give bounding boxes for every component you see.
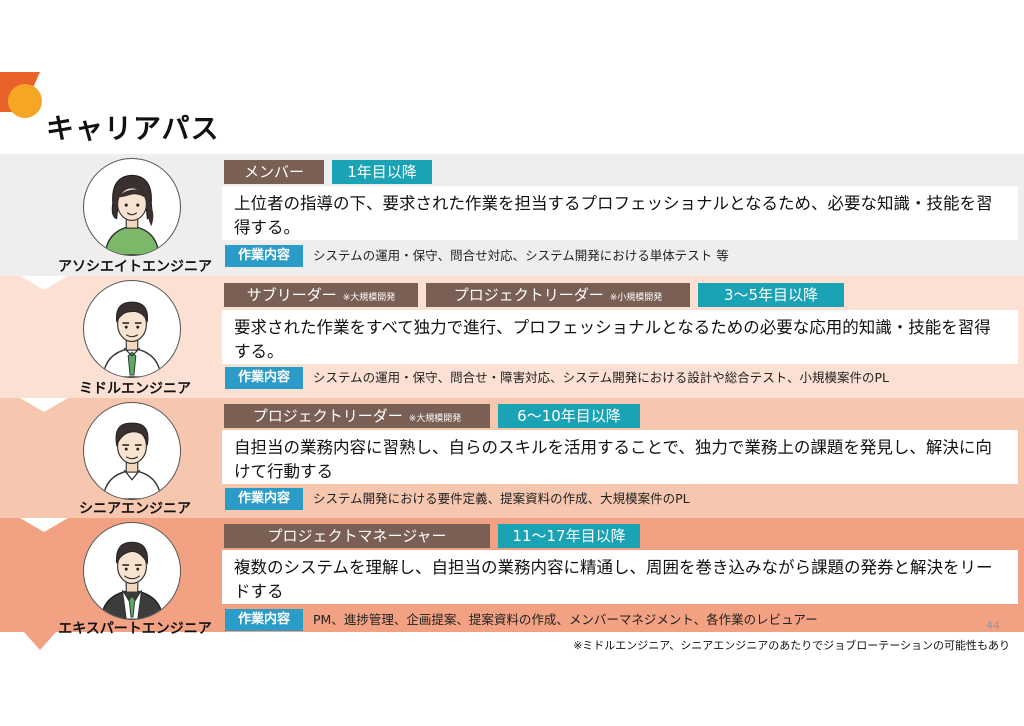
role-tag-note: ※大規模開発 [342, 293, 396, 303]
avatar-expert-engineer [83, 522, 181, 620]
role-name: アソシエイトエンジニア [58, 259, 212, 275]
work-content-badge: 作業内容 [225, 488, 303, 510]
work-content-badge: 作業内容 [225, 367, 303, 389]
role-tag-sub-leader: サブリーダー ※大規模開発 [224, 283, 418, 307]
avatar-female-engineer [83, 158, 181, 256]
page-title: キャリアパス [46, 112, 220, 145]
role-tag-note: ※小規模開発 [609, 293, 663, 303]
role-name: シニアエンジニア [79, 501, 191, 517]
work-content-badge: 作業内容 [225, 245, 303, 267]
role-name: エキスパートエンジニア [58, 621, 212, 637]
work-content-text: システム開発における要件定義、提案資料の作成、大規模案件のPL [313, 491, 690, 506]
years-tag: 11〜17年目以降 [498, 524, 640, 548]
work-content-text: PM、進捗管理、企画提案、提案資料の作成、メンバーマネジメント、各作業のレビュア… [313, 612, 818, 627]
role-description: 複数のシステムを理解し、自担当の業務内容に精通し、周囲を巻き込みながら課題の発券… [222, 550, 1018, 604]
avatar-male-engineer [83, 280, 181, 378]
years-tag: 3〜5年目以降 [698, 283, 844, 307]
tier-expert: エキスパートエンジニア プロジェクトマネージャー 11〜17年目以降 複数のシス… [0, 518, 1024, 650]
role-description: 要求された作業をすべて独力で進行、プロフェッショナルとなるための必要な応用的知識… [222, 310, 1018, 364]
role-name: ミドルエンジニア [79, 381, 191, 397]
role-tag-label: メンバー [243, 163, 304, 181]
footnote: ※ミドルエンジニア、シニアエンジニアのあたりでジョブローテーションの可能性もあり [573, 639, 1010, 652]
avatar-senior-engineer [83, 402, 181, 500]
role-tag-project-leader: プロジェクトリーダー ※大規模開発 [224, 404, 490, 428]
role-tag-project-leader: プロジェクトリーダー ※小規模開発 [426, 283, 690, 307]
years-tag: 1年目以降 [332, 160, 432, 184]
role-tag-label: プロジェクトリーダー [252, 407, 403, 425]
page-number: 44 [986, 619, 1000, 632]
role-tag-note: ※大規模開発 [408, 414, 462, 424]
tier-senior: シニアエンジニア プロジェクトリーダー ※大規模開発 6〜10年目以降 自担当の業… [0, 398, 1024, 518]
role-tag-label: プロジェクトリーダー [453, 286, 604, 304]
work-content-text: システムの運用・保守、問合せ・障害対応、システム開発における設計や総合テスト、小… [313, 370, 890, 385]
role-tag-project-manager: プロジェクトマネージャー [224, 524, 490, 548]
role-tag-member: メンバー [224, 160, 324, 184]
tier-associate: アソシエイトエンジニア メンバー 1年目以降 上位者の指導の下、要求された作業を… [0, 154, 1024, 276]
role-tag-label: プロジェクトマネージャー [267, 527, 447, 545]
orange-circle-decoration [8, 84, 42, 118]
tier-middle: ミドルエンジニア サブリーダー ※大規模開発 プロジェクトリーダー ※小規模開発 3… [0, 276, 1024, 398]
years-tag: 6〜10年目以降 [498, 404, 640, 428]
role-tag-label: サブリーダー [246, 286, 337, 304]
role-description: 自担当の業務内容に習熟し、自らのスキルを活用することで、独力で業務上の課題を発見… [222, 430, 1018, 484]
work-content-text: システムの運用・保守、問合せ対応、システム開発における単体テスト 等 [313, 248, 729, 263]
role-description: 上位者の指導の下、要求された作業を担当するプロフェッショナルとなるため、必要な知… [222, 186, 1018, 240]
work-content-badge: 作業内容 [225, 609, 303, 631]
